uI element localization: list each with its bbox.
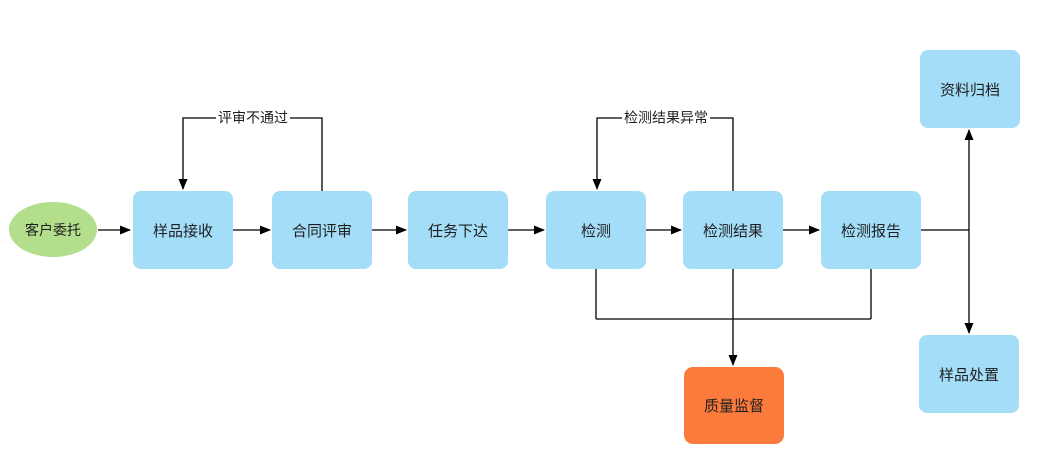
node-label: 质量监督 — [703, 398, 764, 415]
node-sample-receipt: 样品接收 — [133, 191, 233, 269]
node-test-result: 检测结果 — [683, 191, 783, 269]
edge-label-abnormal-result: 检测结果异常 — [622, 109, 710, 127]
edge-abnormal-result-loop — [592, 117, 734, 191]
node-data-archive: 资料归档 — [920, 50, 1020, 128]
node-testing: 检测 — [546, 191, 646, 269]
node-label: 检测 — [580, 222, 611, 240]
node-label: 资料归档 — [939, 81, 1000, 99]
node-label: 客户委托 — [25, 221, 81, 238]
node-label: 样品处置 — [938, 366, 999, 384]
node-test-report: 检测报告 — [821, 191, 921, 269]
node-contract-review: 合同评审 — [272, 191, 372, 269]
node-quality-supervision: 质量监督 — [684, 367, 784, 444]
node-label: 任务下达 — [427, 222, 488, 240]
edge-review-failed-loop — [178, 117, 323, 191]
node-task-assignment: 任务下达 — [408, 191, 508, 269]
node-label: 检测报告 — [840, 222, 901, 240]
node-label: 检测结果 — [702, 222, 763, 240]
edge-label-review-failed: 评审不通过 — [216, 109, 290, 127]
node-customer-commission: 客户委托 — [9, 202, 97, 257]
node-label: 合同评审 — [291, 222, 352, 240]
node-label: 样品接收 — [152, 222, 213, 240]
node-sample-disposal: 样品处置 — [919, 335, 1019, 413]
